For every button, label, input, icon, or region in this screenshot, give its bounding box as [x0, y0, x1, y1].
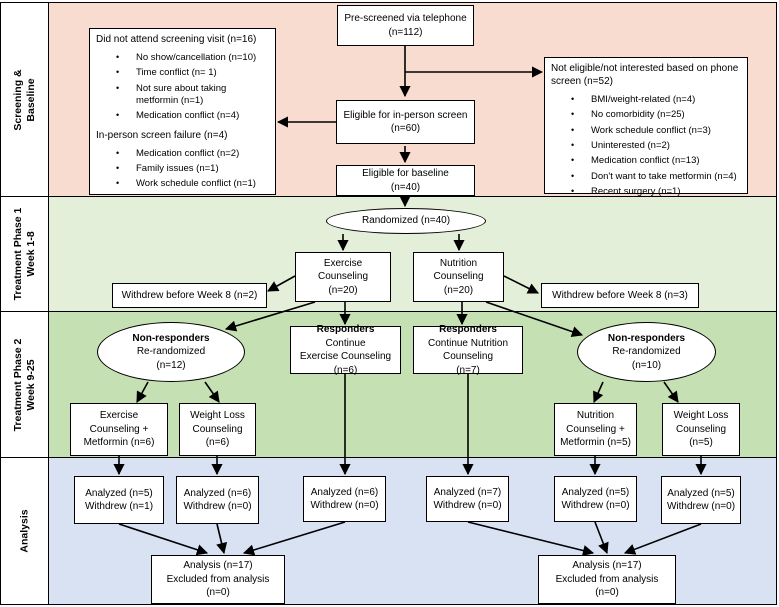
- prescreened-box: Pre-screened via telephone(n=112): [337, 5, 474, 46]
- did-not-attend-item: No show/cancellation (n=10): [96, 52, 269, 64]
- screen-failure-header: In-person screen failure (n=4): [96, 129, 228, 141]
- did-not-attend-item: Medication conflict (n=4): [96, 110, 269, 122]
- nonresponders-right-oval: Non-responders Re-randomized (n=10): [577, 322, 716, 382]
- analysis-box-1: Analyzed (n=5)Withdrew (n=1): [74, 476, 164, 524]
- eligible-baseline-box: Eligible for baseline(n=40): [336, 165, 475, 196]
- did-not-attend-box: Did not attend screening visit (n=16) No…: [89, 28, 276, 195]
- not-eligible-item: Medication conflict (n=13): [551, 155, 741, 167]
- did-not-attend-header: Did not attend screening visit (n=16): [96, 34, 257, 45]
- not-eligible-item: Uninterested (n=2): [551, 140, 741, 152]
- nonresponders-left-oval: Non-responders Re-randomized (n=12): [97, 322, 245, 382]
- not-eligible-item: Recent surgery (n=1): [551, 186, 741, 198]
- not-eligible-item: No comorbidity (n=25): [551, 109, 741, 121]
- responders-exercise-box: Responders Continue Exercise Counseling …: [290, 324, 401, 376]
- eligible-inperson-box: Eligible for in-person screen(n=60): [336, 100, 475, 144]
- not-eligible-item: Work schedule conflict (n=3): [551, 125, 741, 137]
- analysis-box-2: Analyzed (n=6)Withdrew (n=0): [176, 476, 259, 524]
- withdrew-before-week8-left: Withdrew before Week 8 (n=2): [112, 283, 267, 308]
- screen-failure-item: Family issues (n=1): [96, 163, 269, 175]
- analysis-box-3: Analyzed (n=6)Withdrew (n=0): [303, 476, 386, 522]
- screen-failure-item: Work schedule conflict (n=1): [96, 178, 269, 190]
- analysis-box-6: Analyzed (n=5)Withdrew (n=0): [661, 476, 741, 524]
- not-eligible-item: BMI/weight-related (n=4): [551, 94, 741, 106]
- analysis-box-4: Analyzed (n=7)Withdrew (n=0): [426, 476, 509, 522]
- analysis-total-right: Analysis (n=17)Excluded from analysis(n=…: [538, 555, 676, 604]
- not-eligible-header: Not eligible/not interested based on pho…: [551, 63, 739, 87]
- responders-nutrition-box: Responders Continue Nutrition Counseling…: [413, 324, 523, 376]
- withdrew-before-week8-right: Withdrew before Week 8 (n=3): [541, 283, 699, 308]
- did-not-attend-item: Time conflict (n= 1): [96, 67, 269, 79]
- did-not-attend-item: Not sure about taking metformin (n=1): [96, 83, 269, 108]
- not-eligible-box: Not eligible/not interested based on pho…: [544, 57, 748, 198]
- phase-label-analysis: Analysis: [0, 457, 49, 605]
- analysis-total-left: Analysis (n=17)Excluded from analysis(n=…: [151, 555, 285, 604]
- phase-label-screening: Screening &Baseline: [0, 2, 49, 197]
- not-eligible-item: Don't want to take metformin (n=4): [551, 171, 741, 183]
- randomized-oval: Randomized (n=40): [326, 208, 486, 234]
- screen-failure-item: Medication conflict (n=2): [96, 148, 269, 160]
- analysis-box-5: Analyzed (n=5)Withdrew (n=0): [554, 476, 637, 522]
